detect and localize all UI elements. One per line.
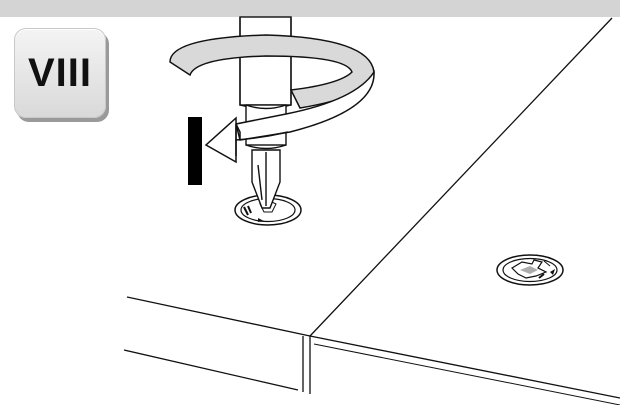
- rotate-clockwise-arrow-icon: [169, 34, 375, 164]
- stop-bar: [188, 117, 202, 185]
- panel-front-top-edge-left: [126, 296, 311, 337]
- panel-front-bottom-edge-left: [123, 349, 299, 391]
- panel-front-top-edge-right: [309, 335, 620, 399]
- step-badge: VIII: [14, 28, 106, 118]
- step-number: VIII: [27, 50, 93, 95]
- cam-lock-fitting-icon: [496, 254, 564, 286]
- panel-front-bottom-edge-right: [313, 343, 620, 405]
- panel-outline: [123, 17, 620, 405]
- screwdriver-icon: [239, 16, 292, 209]
- top-band: [0, 0, 620, 17]
- panel-back-edge: [309, 17, 613, 337]
